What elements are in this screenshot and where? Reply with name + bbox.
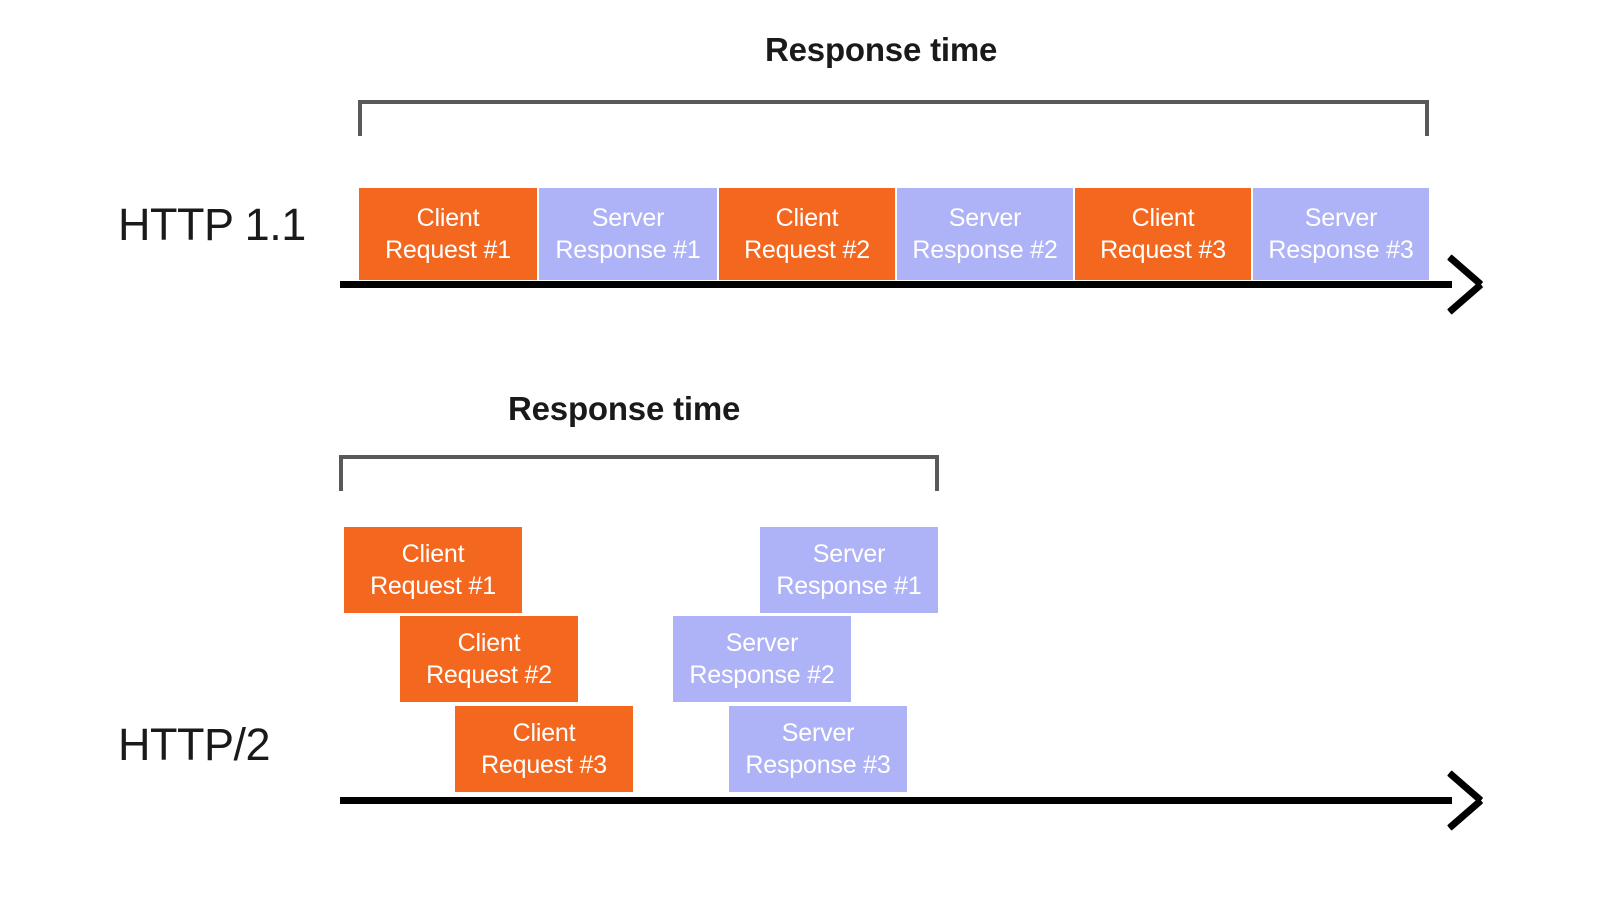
response-time-caption-http2: Response time [508,390,741,427]
block-line-2: Response #3 [745,751,891,779]
block-line-2: Request #3 [1100,236,1226,264]
block-line-2: Response #1 [776,572,922,600]
block-line-1: Server [812,540,886,568]
block-line-1: Client [416,204,480,232]
http11-block-client-request-1: Client Request #1 [359,188,537,280]
block-line-2: Response #2 [912,236,1058,264]
block-line-2: Response #3 [1268,236,1414,264]
response-time-bracket-http2 [339,455,939,491]
http2-block-client-request-3: Client Request #3 [455,706,633,792]
http11-block-client-request-3: Client Request #3 [1075,188,1251,280]
time-axis-http2 [340,797,1452,804]
block-line-1: Client [512,719,576,747]
block-line-1: Server [948,204,1022,232]
block-line-2: Request #1 [370,572,496,600]
block-line-1: Server [1304,204,1378,232]
block-line-1: Server [725,629,799,657]
http2-block-client-request-2: Client Request #2 [400,616,578,702]
http11-block-client-request-2: Client Request #2 [719,188,895,280]
http11-block-server-response-3: Server Response #3 [1253,188,1429,280]
block-line-2: Request #2 [744,236,870,264]
block-line-2: Response #2 [689,661,835,689]
block-line-2: Request #2 [426,661,552,689]
block-line-1: Client [1131,204,1195,232]
protocol-label-http11: HTTP 1.1 [118,199,306,250]
protocol-label-http2: HTTP/2 [118,719,271,770]
block-line-2: Request #1 [385,236,511,264]
http11-block-server-response-1: Server Response #1 [539,188,717,280]
block-line-1: Client [457,629,521,657]
block-line-1: Server [591,204,665,232]
http2-block-server-response-3: Server Response #3 [729,706,907,792]
http2-block-server-response-1: Server Response #1 [760,527,938,613]
response-time-bracket-http11 [358,100,1429,136]
block-line-1: Client [775,204,839,232]
response-time-caption-http11: Response time [765,31,998,68]
block-line-2: Response #1 [555,236,701,264]
http11-block-server-response-2: Server Response #2 [897,188,1073,280]
http2-block-server-response-2: Server Response #2 [673,616,851,702]
block-line-2: Request #3 [481,751,607,779]
block-line-1: Server [781,719,855,747]
http2-block-client-request-1: Client Request #1 [344,527,522,613]
block-line-1: Client [401,540,465,568]
time-axis-http11 [340,281,1452,288]
